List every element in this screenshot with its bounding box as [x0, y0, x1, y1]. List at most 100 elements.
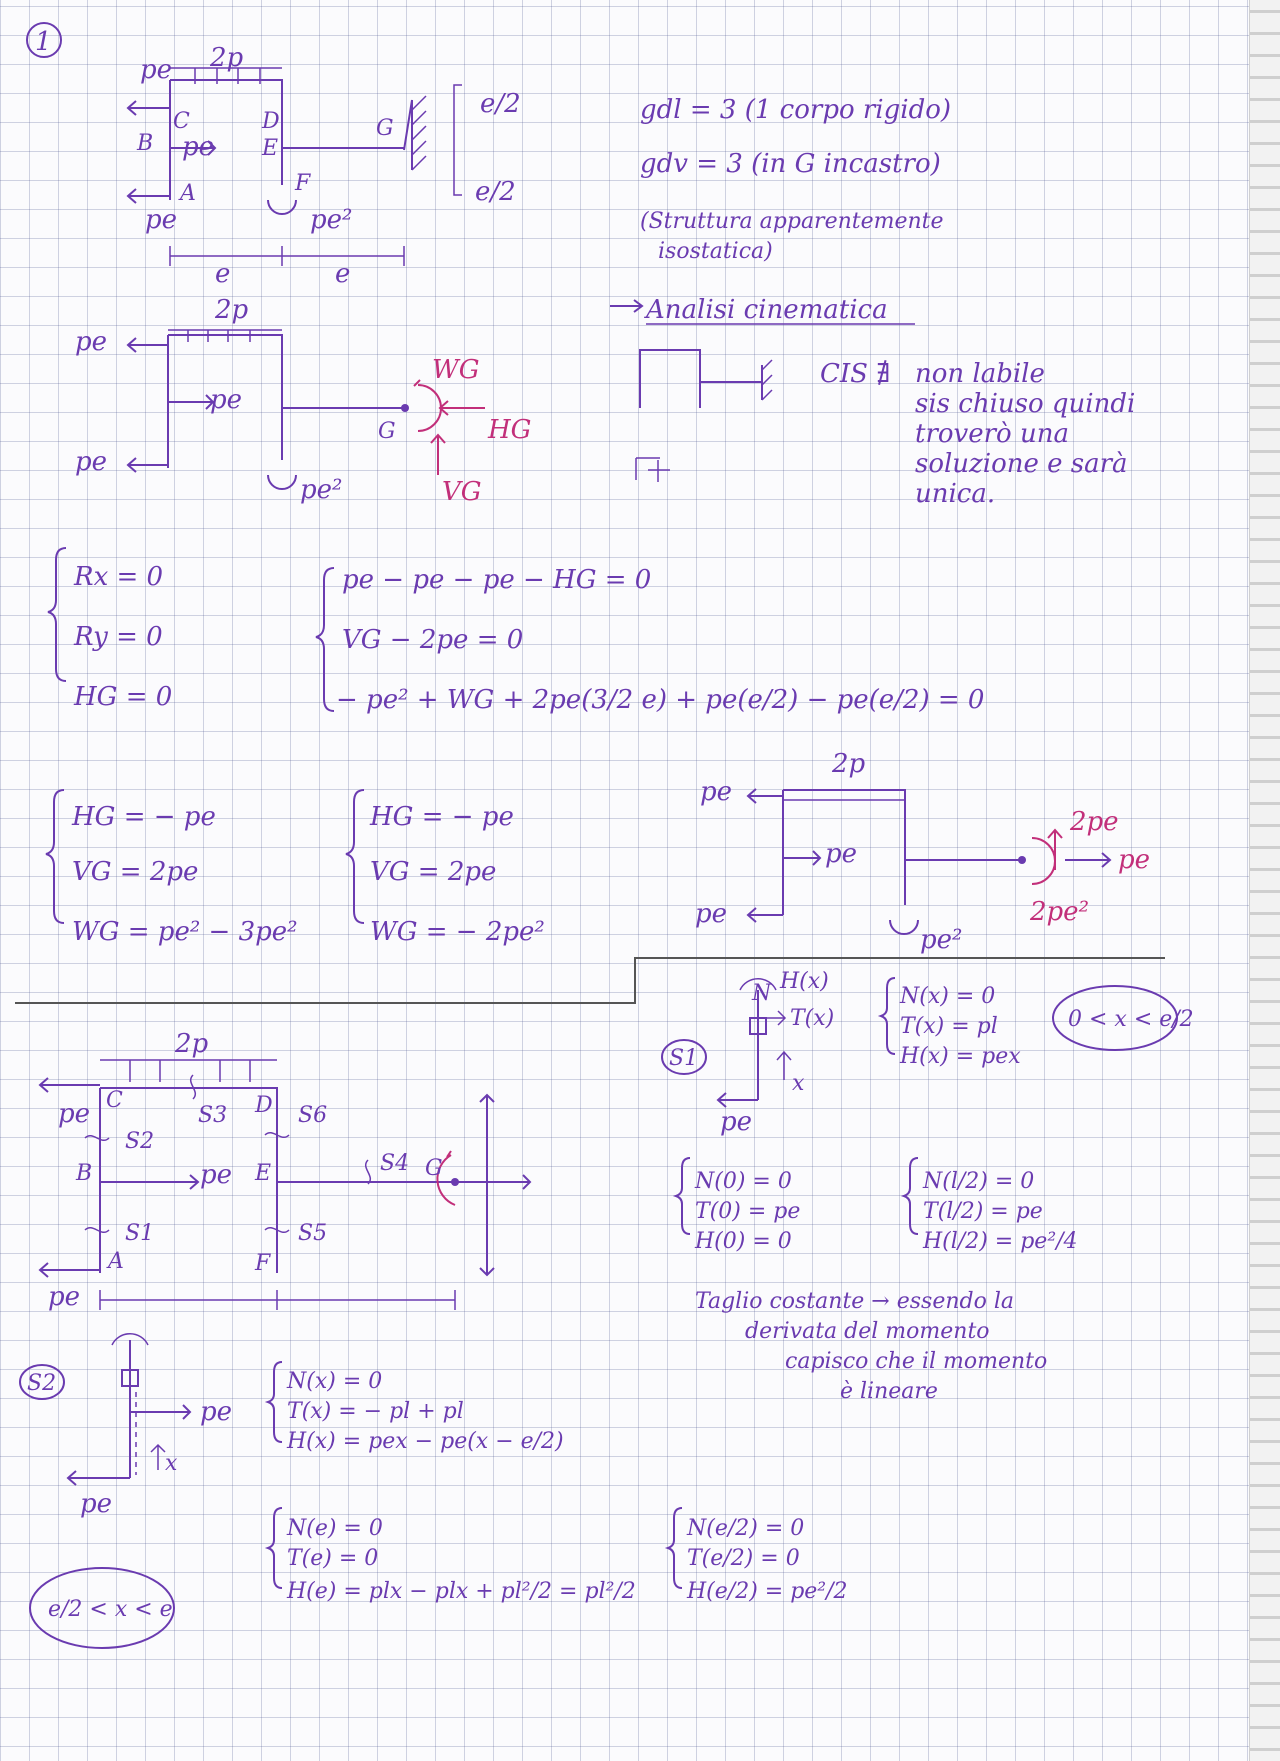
solved-reaction-pe: pe: [1118, 845, 1150, 875]
s2-h-at-e: H(e) = plx − plx + pl²/2 = pl²/2: [286, 1579, 636, 1604]
s1-range: 0 < x < e/2: [1068, 1007, 1194, 1032]
eq-ry: Ry = 0: [73, 622, 163, 652]
kinematic-line-4: soluzione e sarà: [915, 449, 1128, 479]
dof-notes: gdl = 3 (1 corpo rigido) gdv = 3 (in G i…: [640, 95, 951, 264]
dim-e-half-top: e/2: [480, 89, 521, 119]
s2-analysis: S2 pe pe x N(x) = 0 T(x) = − pl + pl H(x…: [19, 1333, 848, 1649]
sol-a-vg: VG = 2pe: [72, 857, 198, 887]
sec-s6: S6: [298, 1103, 327, 1128]
kinematic-line-3: troverò una: [915, 419, 1069, 449]
label-load-pe-bottom: pe: [145, 205, 177, 235]
fbd-moment-pe2: pe²: [300, 475, 342, 505]
s2-load-pe-mid: pe: [200, 1397, 232, 1427]
solved-load-pe-top: pe: [700, 777, 732, 807]
s1-moment-label: H(x): [779, 969, 829, 994]
s1-shear-label: T(x): [790, 1006, 834, 1031]
solved-structure-diagram: 2p pe pe pe pe² 2pe pe 2pe²: [695, 749, 1150, 955]
s2-eq-n: N(x) = 0: [286, 1369, 382, 1394]
s1-note-line1: Taglio costante → essendo la: [695, 1289, 1014, 1314]
dof-gdl: gdl = 3 (1 corpo rigido): [640, 95, 951, 125]
s1-h-at-0: H(0) = 0: [694, 1229, 792, 1254]
solved-load-pe-mid: pe: [825, 839, 857, 869]
s2-eq-t: T(x) = − pl + pl: [287, 1399, 464, 1424]
kinematic-title: Analisi cinematica: [644, 295, 888, 325]
s1-analysis: S1 H(x) N T(x) x pe N(x) = 0 T(x) = pl H…: [661, 969, 1194, 1404]
sec-point-b: B: [75, 1161, 92, 1186]
eq-vertical: VG − 2pe = 0: [342, 625, 523, 655]
point-c: C: [173, 109, 190, 134]
fbd-point-g: G: [378, 419, 396, 444]
solved-load-pe-bottom: pe: [695, 899, 727, 929]
fbd-reaction-hg: HG: [487, 415, 531, 445]
kinematic-cis: CIS ∄: [820, 359, 890, 389]
sec-label-pe-mid: pe: [200, 1160, 232, 1190]
label-load-pe-mid: pe: [182, 132, 214, 162]
kinematic-line-5: unica.: [915, 479, 995, 509]
s2-eq-h: H(x) = pex − pe(x − e/2): [286, 1429, 564, 1454]
point-b: B: [136, 131, 153, 156]
s1-note-line4: è lineare: [840, 1379, 938, 1404]
sol-b-hg: HG = − pe: [369, 802, 514, 832]
sec-s1: S1: [125, 1221, 154, 1246]
kinematic-line-1: non labile: [915, 359, 1045, 389]
sec-label-2p: 2p: [174, 1029, 209, 1059]
s2-n-at-half: N(e/2) = 0: [686, 1516, 804, 1541]
page-number: 1: [35, 27, 52, 57]
fbd-load-2p: 2p: [214, 295, 249, 325]
solved-reaction-2pe: 2pe: [1069, 807, 1119, 837]
label-moment-pe2: pe²: [310, 205, 352, 235]
free-body-diagram: 2p pe pe pe pe² WG HG VG G: [75, 295, 531, 507]
solved-reaction-2pe2: 2pe²: [1029, 897, 1089, 927]
point-g: G: [376, 116, 394, 141]
fbd-load-pe-mid: pe: [210, 385, 242, 415]
solutions: HG = − pe VG = 2pe WG = pe² − 3pe² HG = …: [45, 789, 545, 947]
s1-label: S1: [669, 1046, 698, 1071]
s2-h-at-half: H(e/2) = pe²/2: [686, 1579, 848, 1604]
kinematic-analysis: Analisi cinematica CIS ∄ non labile sis …: [610, 295, 1135, 509]
eq-hg: HG = 0: [73, 682, 172, 712]
s2-x-label: x: [165, 1451, 178, 1476]
eq-horizontal: pe − pe − pe − HG = 0: [342, 565, 651, 595]
point-a: A: [178, 181, 196, 206]
sec-s4: S4: [380, 1151, 409, 1176]
solved-load-2p: 2p: [831, 749, 866, 779]
fbd-load-pe-top: pe: [75, 327, 107, 357]
dim-e-left: e: [215, 259, 230, 289]
s1-t-at-0: T(0) = pe: [695, 1199, 800, 1224]
point-e: E: [261, 136, 278, 161]
sol-a-wg: WG = pe² − 3pe²: [72, 917, 298, 947]
s1-n-at-half: N(l/2) = 0: [922, 1169, 1034, 1194]
dof-note-line1: (Struttura apparentemente: [640, 209, 944, 234]
s1-note-line3: capisco che il momento: [785, 1349, 1047, 1374]
s1-note-line2: derivata del momento: [745, 1319, 990, 1344]
dof-note-line2: isostatica): [658, 239, 773, 264]
sol-b-wg: WG = − 2pe²: [370, 917, 545, 947]
sec-point-f: F: [254, 1251, 271, 1276]
fbd-reaction-vg: VG: [442, 477, 482, 507]
s1-load-pe: pe: [720, 1107, 752, 1137]
s1-eq-t: T(x) = pl: [900, 1014, 998, 1039]
sec-s2: S2: [125, 1129, 154, 1154]
sec-s3: S3: [198, 1103, 227, 1128]
sec-point-d: D: [254, 1093, 273, 1118]
equilibrium-systems: Rx = 0 Ry = 0 HG = 0 pe − pe − pe − HG =…: [47, 547, 984, 715]
sol-a-hg: HG = − pe: [71, 802, 216, 832]
s1-eq-n: N(x) = 0: [899, 984, 995, 1009]
solved-moment-pe2: pe²: [920, 925, 962, 955]
eq-rx: Rx = 0: [73, 562, 163, 592]
fbd-reaction-wg: WG: [432, 355, 480, 385]
dim-e-right: e: [335, 259, 350, 289]
s2-load-pe-bottom: pe: [80, 1489, 112, 1519]
s1-t-at-half: T(l/2) = pe: [923, 1199, 1043, 1224]
sec-point-e: E: [254, 1161, 271, 1186]
dof-gdv: gdv = 3 (in G incastro): [640, 149, 941, 179]
sol-b-vg: VG = 2pe: [370, 857, 496, 887]
sec-label-pe-top: pe: [58, 1099, 90, 1129]
label-load-pe-top: pe: [140, 55, 172, 85]
sec-label-pe-bottom: pe: [48, 1282, 80, 1312]
s1-n-at-0: N(0) = 0: [694, 1169, 792, 1194]
s2-range: e/2 < x < e: [48, 1597, 173, 1622]
label-load-2p: 2p: [209, 43, 244, 73]
